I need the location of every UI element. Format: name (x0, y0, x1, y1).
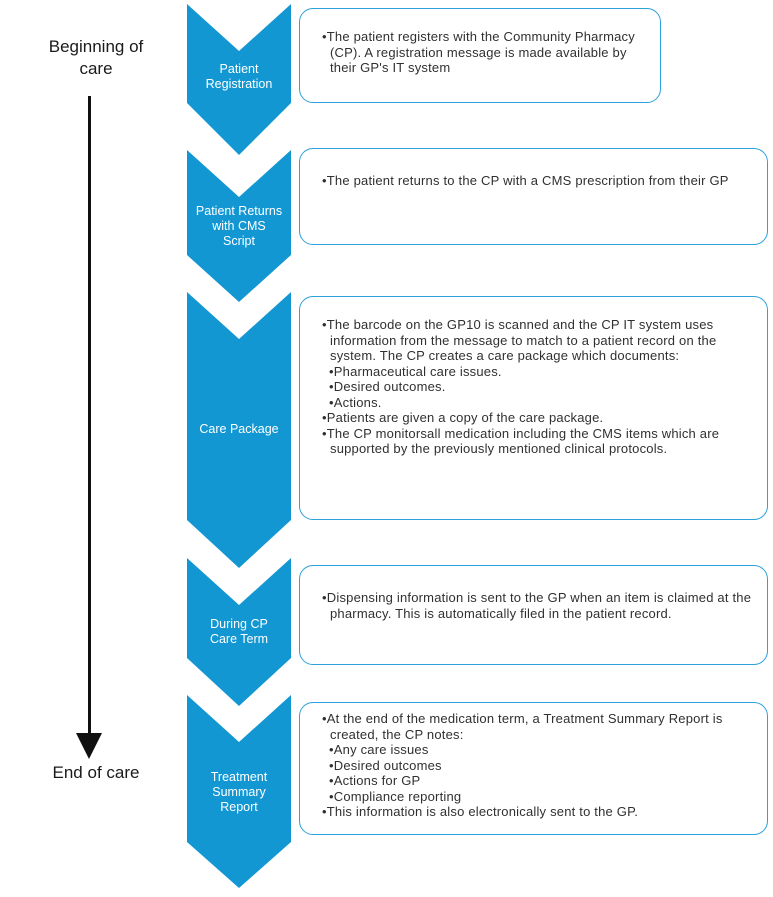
timeline-arrowhead-icon (76, 733, 102, 759)
bullet-item: The barcode on the GP10 is scanned and t… (322, 317, 753, 364)
timeline-end-label: End of care (52, 763, 140, 782)
bullet-item: Compliance reporting (329, 789, 753, 805)
stage-chevron-patient-returns-with-cms-script: Patient Returns with CMS Script (187, 150, 291, 302)
stage-chevron-treatment-summary-report: Treatment Summary Report (187, 695, 291, 888)
bullet-item: The CP monitorsall medication including … (322, 426, 753, 457)
stage-details-care-package: The barcode on the GP10 is scanned and t… (299, 296, 768, 520)
bullet-item: Patients are given a copy of the care pa… (322, 410, 753, 426)
bullet-item: Actions. (329, 395, 753, 411)
stage-details-patient-returns-with-cms-script: The patient returns to the CP with a CMS… (299, 148, 768, 245)
stage-details-during-cp-care-term: Dispensing information is sent to the GP… (299, 565, 768, 665)
stage-label: Care Package (199, 422, 279, 436)
stage-label: During CP Care Term (209, 616, 269, 646)
stage-label: Patient Registration (205, 62, 273, 91)
stage-label: Treatment Summary Report (210, 769, 268, 814)
bullet-item: This information is also electronically … (322, 804, 753, 820)
stage-details-treatment-summary-report: At the end of the medication term, a Tre… (299, 702, 768, 835)
stage-label: Patient Returns with CMS Script (195, 203, 283, 248)
bullet-item: The patient returns to the CP with a CMS… (322, 173, 753, 189)
stage-chevron-during-cp-care-term: During CP Care Term (187, 558, 291, 706)
bullet-item: Desired outcomes (329, 758, 753, 774)
stage-details-patient-registration: The patient registers with the Community… (299, 8, 661, 103)
bullet-item: At the end of the medication term, a Tre… (322, 711, 753, 742)
bullet-item: The patient registers with the Community… (322, 29, 646, 76)
timeline-start-label: Beginning of care (48, 37, 144, 78)
stage-chevron-care-package: Care Package (187, 292, 291, 568)
bullet-item: Actions for GP (329, 773, 753, 789)
bullet-item: Dispensing information is sent to the GP… (322, 590, 753, 621)
bullet-item: Desired outcomes. (329, 379, 753, 395)
bullet-item: Pharmaceutical care issues. (329, 364, 753, 380)
bullet-item: Any care issues (329, 742, 753, 758)
stage-chevron-patient-registration: Patient Registration (187, 4, 291, 155)
timeline-arrow-line (88, 96, 91, 733)
